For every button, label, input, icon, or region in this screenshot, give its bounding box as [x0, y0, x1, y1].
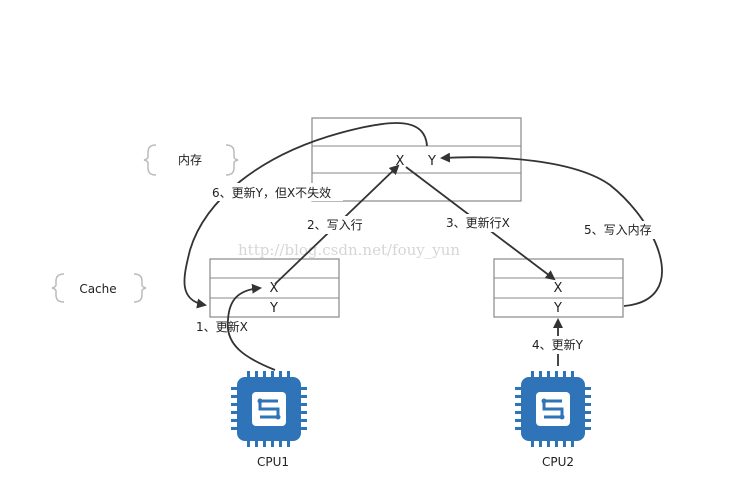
left-brace-icon [51, 273, 65, 303]
cpu1-label: CPU1 [257, 455, 289, 469]
left-brace-icon [143, 144, 157, 176]
step5-label: 5、写入内存 [584, 223, 652, 237]
arrow-step6 [183, 122, 428, 309]
cpu1-chip-icon [231, 371, 307, 447]
cpu1-cache-cell-x: X [270, 281, 279, 296]
cpu2-chip-icon [515, 371, 591, 447]
step-labels: 6、更新Y，但X不失效 2、写入行 3、更新行X 5、写入内存 1、更新X 4、… [196, 183, 660, 354]
cpu1-cache-cell-y: Y [269, 301, 278, 316]
step3-label-bg [444, 214, 516, 232]
cpu2-cache: X Y [493, 258, 624, 318]
arrow-step5 [440, 152, 663, 307]
right-brace-icon [133, 273, 147, 303]
step4-label-bg [528, 336, 592, 354]
memory-cell-y: Y [427, 154, 436, 169]
memory-cell-x: X [396, 154, 405, 169]
memory-block: X Y [311, 117, 522, 202]
memory-label-group: 内存 [143, 144, 239, 176]
arrow-step1 [226, 283, 276, 371]
memory-label: 内存 [178, 153, 202, 167]
cpu1-cache: X Y [209, 258, 340, 318]
step5-label-bg [582, 221, 660, 239]
cache-label-group: Cache [51, 273, 147, 303]
step2-label: 2、写入行 [307, 218, 363, 232]
step1-label: 1、更新X [196, 319, 248, 334]
watermark: http://blog.csdn.net/fouy_yun [238, 241, 460, 259]
cache-label: Cache [79, 282, 116, 296]
step3-label: 3、更新行X [446, 215, 510, 230]
step4-label: 4、更新Y [532, 337, 584, 352]
cpu2-label: CPU2 [542, 455, 574, 469]
step6-label-bg [207, 183, 343, 201]
step6-label: 6、更新Y，但X不失效 [212, 185, 331, 200]
cpu2-cache-cell-y: Y [553, 301, 562, 316]
right-brace-icon [225, 144, 239, 176]
cpu2-cache-cell-x: X [554, 281, 563, 296]
step2-label-bg [305, 216, 369, 234]
